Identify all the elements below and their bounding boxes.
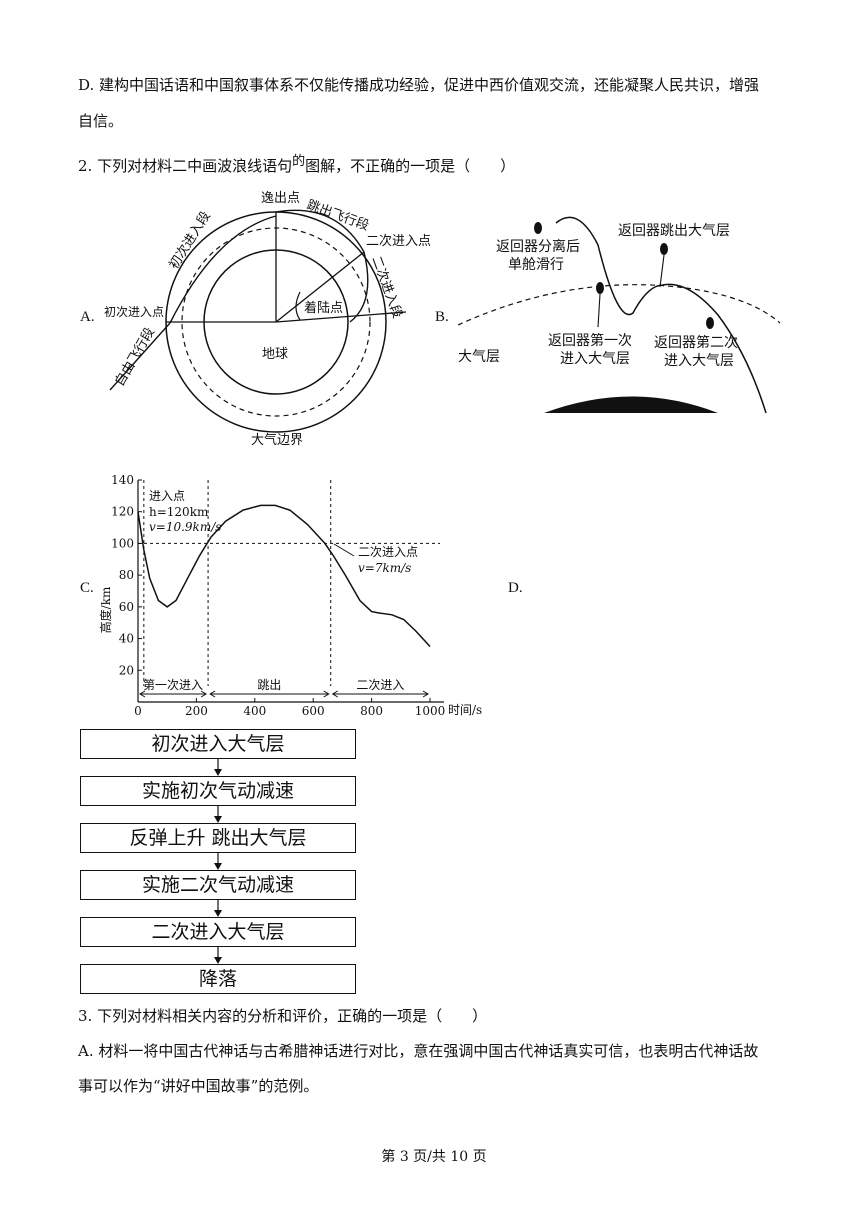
flow-step: 降落 bbox=[80, 964, 356, 994]
option-a-q3-line2: 事可以作为“讲好中国故事”的范例。 bbox=[78, 1077, 319, 1095]
flow-arrow bbox=[213, 947, 223, 964]
label-free-flight: 自由飞行段 bbox=[112, 325, 157, 389]
diagram-a: 逸出点 跳出飞行段 初次进入段 二次进入点 二次进入段 初次进入点 着陆点 自由… bbox=[104, 191, 431, 448]
altitude-curve bbox=[137, 504, 431, 648]
label-first-enter-line2: 进入大气层 bbox=[560, 351, 630, 367]
label-atmosphere: 大气层 bbox=[458, 349, 500, 365]
x-tick-label: 200 bbox=[185, 704, 208, 718]
y-tick-label: 20 bbox=[119, 663, 134, 677]
phase-label: 跳出 bbox=[257, 678, 281, 692]
label-second-entry-seg: 二次进入段 bbox=[368, 254, 405, 321]
annotation-entry-v: v=10.9km/s bbox=[149, 520, 221, 534]
label-separate-line1: 返回器分离后 bbox=[496, 238, 580, 255]
x-tick-label: 800 bbox=[360, 704, 383, 718]
x-tick-label: 600 bbox=[302, 704, 325, 718]
x-tick-label: 0 bbox=[134, 704, 142, 718]
flow-arrow bbox=[213, 853, 223, 870]
chart-xlabel: 时间/s bbox=[448, 703, 482, 717]
flow-arrow bbox=[213, 806, 223, 823]
flow-step: 初次进入大气层 bbox=[80, 729, 356, 759]
y-tick-label: 80 bbox=[119, 568, 134, 582]
label-second-enter-line1: 返回器第二次 bbox=[654, 334, 738, 351]
question-3: 3. 下列对材料相关内容的分析和评价，正确的一项是（ ） bbox=[78, 1007, 488, 1025]
phase-label: 第一次进入 bbox=[143, 678, 203, 692]
diagram-b: 返回器分离后 单舱滑行 返回器跳出大气层 大气层 返回器第一次 进入大气层 返回… bbox=[457, 216, 781, 414]
label-second-entry-point: 二次进入点 bbox=[366, 233, 431, 249]
annotation-second-title: 二次进入点 bbox=[358, 545, 418, 559]
label-jump-out: 返回器跳出大气层 bbox=[618, 223, 730, 239]
y-tick-label: 60 bbox=[119, 600, 134, 614]
flow-step: 实施初次气动减速 bbox=[80, 776, 356, 806]
label-landing-point: 着陆点 bbox=[304, 300, 343, 316]
question-2: 2. 下列对材料二中画波浪线语句的图解，不正确的一项是（ ） bbox=[78, 151, 515, 177]
option-a-q3-line1: A. 材料一将中国古代神话与古希腊神话进行对比，意在强调中国古代神话真实可信，也… bbox=[78, 1042, 759, 1060]
flow-step: 实施二次气动减速 bbox=[80, 870, 356, 900]
question-2-text: 2. 下列对材料二中画波浪线语句 bbox=[78, 157, 293, 175]
phase-arrowhead bbox=[331, 690, 338, 698]
option-d-label: D. bbox=[508, 580, 523, 596]
phase-arrowhead bbox=[422, 690, 429, 698]
flow-arrow bbox=[213, 759, 223, 776]
phase-arrowhead bbox=[200, 690, 208, 698]
flow-step: 反弹上升 跳出大气层 bbox=[80, 823, 356, 853]
y-tick-label: 100 bbox=[111, 536, 134, 550]
annotation-second-v: v=7km/s bbox=[358, 561, 411, 575]
annotation-second-pointer bbox=[333, 543, 355, 557]
phase-label: 二次进入 bbox=[356, 678, 404, 692]
option-c-label: C. bbox=[80, 580, 94, 596]
y-tick-label: 120 bbox=[111, 505, 134, 519]
annotation-entry-h: h=120km bbox=[149, 505, 209, 519]
option-d-line1: D. 建构中国话语和中国叙事体系不仅能传播成功经验，促进中西价值观交流，还能凝聚… bbox=[78, 76, 760, 94]
phase-arrowhead bbox=[209, 690, 216, 698]
x-tick-label: 1000 bbox=[415, 704, 446, 718]
y-tick-label: 40 bbox=[119, 632, 134, 646]
phase-arrowhead bbox=[139, 690, 146, 698]
option-b-label: B. bbox=[435, 309, 449, 325]
annotation-entry-title: 进入点 bbox=[149, 489, 185, 503]
label-jump-flight: 跳出飞行段 bbox=[305, 198, 371, 234]
flow-step: 二次进入大气层 bbox=[80, 917, 356, 947]
question-2-small: 的 bbox=[292, 154, 306, 169]
chart-axes bbox=[137, 480, 444, 703]
label-first-entry-point: 初次进入点 bbox=[104, 305, 164, 319]
label-escape-point: 逸出点 bbox=[261, 191, 300, 206]
chart-ylabel: 高度/km bbox=[98, 586, 113, 633]
label-separate-line2: 单舱滑行 bbox=[508, 256, 564, 273]
label-atmosphere-boundary: 大气边界 bbox=[251, 432, 303, 448]
flowchart: 初次进入大气层实施初次气动减速反弹上升 跳出大气层实施二次气动减速二次进入大气层… bbox=[80, 729, 356, 994]
label-first-entry-seg: 初次进入段 bbox=[166, 209, 214, 273]
label-first-enter-line1: 返回器第一次 bbox=[548, 332, 632, 349]
flow-arrow bbox=[213, 900, 223, 917]
phase-arrowhead bbox=[323, 690, 330, 698]
label-earth: 地球 bbox=[262, 347, 288, 362]
page-footer: 第 3 页/共 10 页 bbox=[381, 1149, 487, 1165]
question-2-end: 图解，不正确的一项是（ ） bbox=[305, 157, 516, 175]
option-d-line2: 自信。 bbox=[78, 112, 124, 130]
label-second-enter-line2: 进入大气层 bbox=[664, 353, 734, 369]
altitude-chart: 0 200 400 600 800 1000 20 40 60 80 100 120 140 第一次进入… bbox=[98, 473, 482, 718]
option-a-label: A. bbox=[80, 309, 95, 325]
y-tick-label: 140 bbox=[111, 473, 134, 487]
x-tick-label: 400 bbox=[243, 704, 266, 718]
